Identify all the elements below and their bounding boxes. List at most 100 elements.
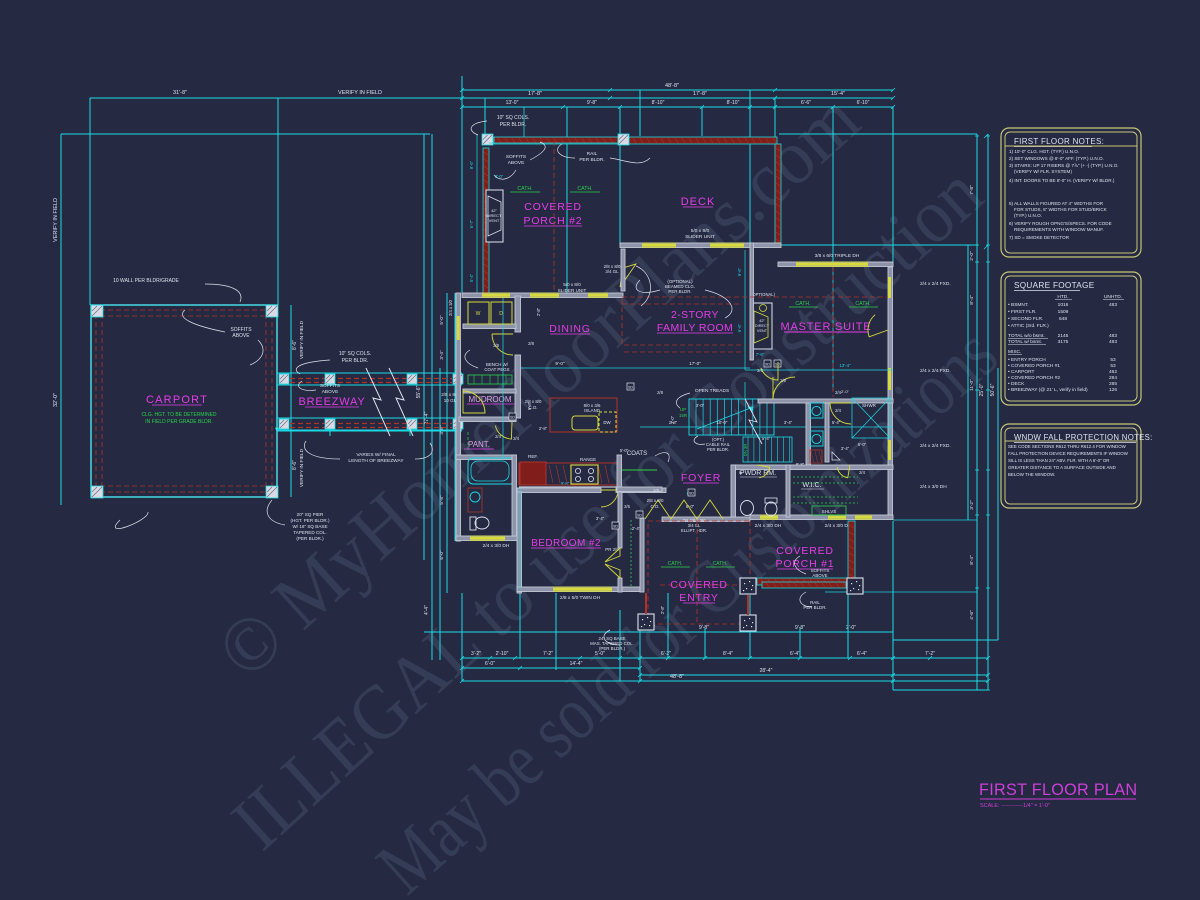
svg-text:DN 3R: DN 3R <box>743 444 748 457</box>
svg-text:2/4: 2/4 <box>495 434 501 439</box>
svg-text:8'-8": 8'-8" <box>796 462 805 467</box>
svg-text:126: 126 <box>1109 387 1117 393</box>
svg-text:5) ALL WALLS FIGURED AT 4" WID: 5) ALL WALLS FIGURED AT 4" WIDTHS FOR <box>1009 201 1104 206</box>
svg-text:VERIFY IN FIELD: VERIFY IN FIELD <box>53 198 59 242</box>
svg-text:483: 483 <box>1109 339 1117 345</box>
svg-text:VARIES W/ FINAL: VARIES W/ FINAL <box>356 452 396 458</box>
svg-text:• BSMNT.: • BSMNT. <box>1008 302 1029 308</box>
svg-text:VERIFY IN FIELD: VERIFY IN FIELD <box>299 448 305 487</box>
svg-text:2'-4": 2'-4" <box>632 526 641 531</box>
svg-text:SD: SD <box>637 513 642 517</box>
svg-text:2/8: 2/8 <box>493 343 499 348</box>
svg-text:20" SQ PIER: 20" SQ PIER <box>297 512 324 517</box>
svg-text:FALL PROTECTION DEVICE REQUIRE: FALL PROTECTION DEVICE REQUIREMENTS IF W… <box>1008 451 1129 456</box>
svg-text:1) 10'-0" CLG. HGT. (TYP.) U.: 1) 10'-0" CLG. HGT. (TYP.) U.N.O. <box>1009 149 1079 154</box>
svg-text:SD: SD <box>765 362 770 366</box>
svg-text:2-STORY: 2-STORY <box>671 309 719 321</box>
svg-text:6'-6": 6'-6" <box>801 100 811 106</box>
svg-text:9'-8": 9'-8" <box>587 100 597 106</box>
svg-text:3'-4": 3'-4" <box>784 420 793 425</box>
svg-text:2/4 x 3/0 DH: 2/4 x 3/0 DH <box>483 543 510 549</box>
svg-text:5'-4": 5'-4" <box>832 420 841 425</box>
svg-text:PER BLDR.: PER BLDR. <box>579 157 604 163</box>
svg-text:6'-6": 6'-6" <box>737 323 742 332</box>
svg-text:2/4 x 3/0: 2/4 x 3/0 <box>448 299 453 316</box>
svg-text:CATH.: CATH. <box>795 301 810 307</box>
svg-text:C.O.: C.O. <box>650 504 659 509</box>
svg-text:VERIFY IN FIELD: VERIFY IN FIELD <box>338 90 382 96</box>
svg-text:SD: SD <box>510 415 515 419</box>
svg-text:48'-8": 48'-8" <box>665 83 679 89</box>
svg-text:SILL IS LESS THAN 24" ABV. FLR: SILL IS LESS THAN 24" ABV. FLR. WTH A 6'… <box>1008 458 1109 463</box>
svg-text:42": 42" <box>759 319 765 323</box>
svg-text:CATH.: CATH. <box>517 186 532 192</box>
svg-text:BEAMED CLG.: BEAMED CLG. <box>665 284 695 289</box>
svg-text:W.I.C.: W.I.C. <box>802 482 821 489</box>
svg-text:5'-4": 5'-4" <box>469 273 474 282</box>
svg-text:6'-4": 6'-4" <box>857 651 867 657</box>
svg-text:2/8: 2/8 <box>528 341 534 346</box>
svg-text:SD: SD <box>628 385 633 389</box>
svg-text:2/8 x 8/0: 2/8 x 8/0 <box>525 399 542 404</box>
svg-text:SOFFITS: SOFFITS <box>230 327 252 333</box>
svg-text:2145: 2145 <box>1058 333 1069 339</box>
svg-text:CATH.: CATH. <box>668 561 683 567</box>
svg-text:RAIL: RAIL <box>587 151 598 157</box>
svg-text:3/8 x 6/0 TRIPLE DH: 3/8 x 6/0 TRIPLE DH <box>815 253 860 259</box>
svg-text:9'-8": 9'-8" <box>561 481 570 486</box>
svg-text:2'-0": 2'-0" <box>841 389 850 394</box>
svg-text:BENCH W/: BENCH W/ <box>486 362 509 367</box>
svg-text:10" SQ COLS.: 10" SQ COLS. <box>497 115 529 121</box>
svg-text:2/4 x 3/0 DH: 2/4 x 3/0 DH <box>920 484 947 490</box>
svg-text:COVERED: COVERED <box>776 545 834 557</box>
svg-text:5/0 x 8/0: 5/0 x 8/0 <box>563 282 581 287</box>
svg-text:2/4 x 2/4 FXD.: 2/4 x 2/4 FXD. <box>920 281 951 287</box>
svg-text:SCALE: ------------1/4" = 1'-0: SCALE: ------------1/4" = 1'-0" <box>980 803 1050 809</box>
svg-text:42": 42" <box>491 208 497 213</box>
svg-text:5'-0": 5'-0" <box>439 315 444 325</box>
svg-text:SQUARE FOOTAGE: SQUARE FOOTAGE <box>1014 281 1095 290</box>
svg-text:2'-8": 2'-8" <box>536 307 541 316</box>
svg-text:OPEN TREADS: OPEN TREADS <box>695 388 729 394</box>
svg-text:RANGE: RANGE <box>580 457 596 462</box>
svg-text:ABOVE: ABOVE <box>508 160 525 166</box>
svg-text:5'-8": 5'-8" <box>439 495 444 505</box>
svg-text:2/8: 2/8 <box>653 488 659 493</box>
svg-text:8'-10": 8'-10" <box>727 100 740 106</box>
svg-text:VENT: VENT <box>757 329 768 333</box>
svg-text:BREEZWAY: BREEZWAY <box>299 396 366 408</box>
svg-text:483: 483 <box>1109 333 1117 339</box>
svg-text:ISLAND: ISLAND <box>584 408 600 413</box>
svg-text:(OPT.): (OPT.) <box>712 437 725 442</box>
svg-text:MUDROOM: MUDROOM <box>468 395 511 404</box>
svg-text:PER BLDR.: PER BLDR. <box>803 605 826 610</box>
svg-text:(PER BLDR.): (PER BLDR.) <box>599 646 626 651</box>
svg-text:CARPORT: CARPORT <box>146 394 208 406</box>
svg-text:PER BLDR.: PER BLDR. <box>707 447 729 452</box>
svg-text:50'-6": 50'-6" <box>990 383 996 396</box>
svg-text:2/8 x 8/0: 2/8 x 8/0 <box>604 264 621 269</box>
svg-text:2/4: 2/4 <box>859 470 865 475</box>
svg-text:PR 2/6: PR 2/6 <box>605 547 619 552</box>
svg-text:• ATTIC (3rd. FLR.): • ATTIC (3rd. FLR.) <box>1008 323 1049 329</box>
svg-text:CABLE RAIL: CABLE RAIL <box>706 442 731 447</box>
svg-text:2/8: 2/8 <box>657 390 663 395</box>
svg-text:GREATER DISTANCE TO A SURFACE: GREATER DISTANCE TO A SURFACE OUTSIDE AN… <box>1008 465 1116 470</box>
svg-text:COAT PEGS: COAT PEGS <box>484 367 509 372</box>
svg-text:53: 53 <box>1110 357 1116 363</box>
svg-text:2'-8": 2'-8" <box>669 420 678 425</box>
svg-text:55'-6": 55'-6" <box>416 385 422 398</box>
svg-text:(OPTIONAL): (OPTIONAL) <box>667 279 693 284</box>
svg-text:3) STAIRS: UP 17 RISERS @ 7⅞": 3) STAIRS: UP 17 RISERS @ 7⅞" (+ -) (TYP… <box>1009 163 1119 168</box>
svg-text:• FIRST FLR.: • FIRST FLR. <box>1008 309 1037 315</box>
svg-text:HTD.: HTD. <box>1057 294 1068 300</box>
svg-text:TOTAL w/o bsmt.: TOTAL w/o bsmt. <box>1008 333 1045 339</box>
svg-text:REF.: REF. <box>528 454 538 459</box>
svg-text:PORCH #1: PORCH #1 <box>776 558 835 570</box>
svg-text:13'-4": 13'-4" <box>839 363 851 368</box>
svg-text:2/8 x 8/0: 2/8 x 8/0 <box>647 498 664 503</box>
svg-text:• COVERED PORCH #2: • COVERED PORCH #2 <box>1008 375 1060 381</box>
svg-text:3'-0": 3'-0" <box>495 174 504 179</box>
svg-text:17'-8": 17'-8" <box>528 91 542 97</box>
svg-text:17'-8": 17'-8" <box>693 91 707 97</box>
